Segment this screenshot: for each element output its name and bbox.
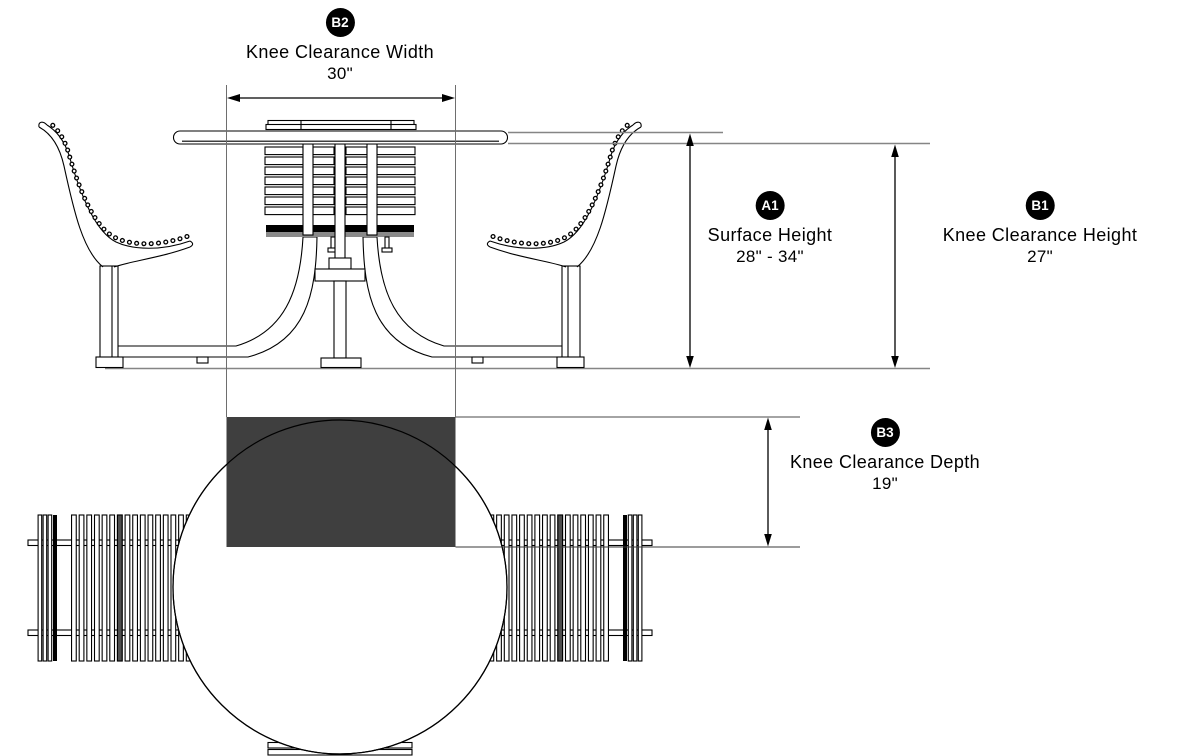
tabletop-circle-outline	[172, 419, 508, 755]
pedestal-plate	[314, 268, 366, 282]
callout-b1: B1 Knee Clearance Height 27"	[943, 191, 1138, 268]
runner-cleat	[196, 356, 209, 364]
value-b2: 30"	[327, 64, 353, 83]
callout-b3: B3 Knee Clearance Depth 19"	[790, 418, 980, 495]
pedestal-collar	[328, 257, 352, 270]
knee-clearance-area	[226, 417, 456, 547]
pedestal-base	[320, 357, 362, 369]
pedestal-post	[333, 280, 347, 359]
support-rod	[384, 236, 390, 250]
callout-b2: B2 Knee Clearance Width 30"	[246, 8, 434, 85]
support-rod	[330, 236, 336, 250]
table-leg-left	[115, 236, 318, 358]
label-a1: Surface Height	[707, 225, 833, 245]
bench-left	[28, 515, 194, 661]
dimension-b2-arrow	[227, 94, 455, 102]
elevation-view	[39, 119, 930, 369]
support-rod-foot	[381, 247, 393, 253]
dimension-b3-arrow	[764, 417, 772, 547]
badge-a1: A1	[755, 191, 785, 220]
dimension-a1-arrow	[686, 133, 694, 368]
bench-back-slats	[623, 514, 643, 662]
chair-left	[39, 122, 193, 368]
chair-bead-trim	[490, 119, 635, 247]
tabletop	[172, 130, 509, 145]
label-b3: Knee Clearance Depth	[789, 452, 981, 472]
support-tube	[302, 143, 314, 236]
bench-right	[485, 514, 653, 662]
dimensions	[226, 85, 899, 547]
bench-dark-slat	[557, 514, 564, 662]
value-a1: 28" - 34"	[736, 247, 804, 266]
chair-pedestal	[561, 265, 581, 359]
badge-b2: B2	[325, 8, 355, 37]
plan-view	[28, 416, 800, 756]
runner-cleat	[471, 356, 484, 364]
chair-foot	[556, 356, 585, 369]
callout-a1: A1 Surface Height 28" - 34"	[708, 191, 833, 268]
value-b1: 27"	[1027, 247, 1053, 266]
badge-b1: B1	[1025, 191, 1055, 220]
under-table-slats	[264, 146, 416, 216]
table-leg-right	[362, 236, 565, 358]
badge-b3: B3	[870, 418, 900, 447]
dimension-b1-arrow	[891, 144, 899, 368]
support-tube	[366, 143, 378, 236]
value-b3: 19"	[872, 474, 898, 493]
label-b1: Knee Clearance Height	[942, 225, 1138, 245]
center-tube	[334, 143, 346, 261]
chair-right	[486, 119, 642, 369]
tabletop-far-slat	[265, 123, 417, 131]
label-b2: Knee Clearance Width	[245, 42, 435, 62]
